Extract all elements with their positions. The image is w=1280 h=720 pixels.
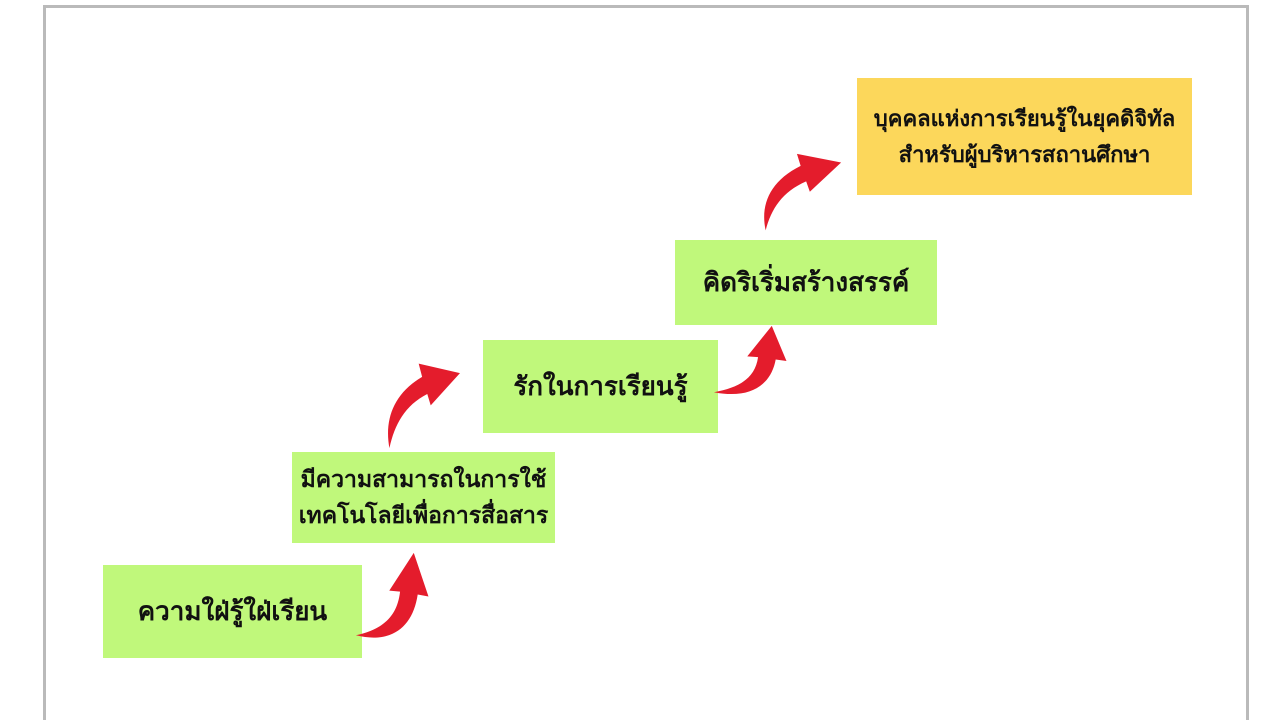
curved-arrow-path	[355, 552, 429, 638]
curved-arrow-path	[764, 153, 842, 231]
curved-arrow-path	[713, 325, 787, 395]
step-4-label: คิดริเริ่มสร้างสรรค์	[702, 267, 910, 297]
goal-box: บุคคลแห่งการเรียนรู้ในยุคดิจิทัล สำหรับผ…	[857, 78, 1192, 195]
goal-label-line2: สำหรับผู้บริหารสถานศึกษา	[898, 141, 1151, 167]
step-box-2: มีความสามารถในการใช้ เทคโนโลยีเพื่อการสื…	[292, 452, 555, 543]
step-1-label: ความใฝ่รู้ใฝ่เรียน	[137, 596, 328, 626]
curved-arrow-step1-to-step2-icon	[355, 552, 429, 638]
step-2-label-line1: มีความสามารถในการใช้	[300, 465, 547, 492]
step-3-label: รักในการเรียนรู้	[513, 371, 688, 401]
curved-arrow-path	[388, 363, 460, 449]
curved-arrow-step2-to-step3-icon	[388, 363, 460, 449]
curved-arrow-step3-to-step4-icon	[713, 325, 787, 395]
curved-arrow-step4-to-goal-icon	[764, 153, 842, 231]
step-box-1: ความใฝ่รู้ใฝ่เรียน	[103, 565, 362, 658]
step-2-label-line2: เทคโนโลยีเพื่อการสื่อสาร	[298, 501, 549, 528]
step-box-4: คิดริเริ่มสร้างสรรค์	[675, 240, 937, 325]
goal-label-line1: บุคคลแห่งการเรียนรู้ในยุคดิจิทัล	[873, 106, 1176, 132]
step-box-3: รักในการเรียนรู้	[483, 340, 718, 433]
